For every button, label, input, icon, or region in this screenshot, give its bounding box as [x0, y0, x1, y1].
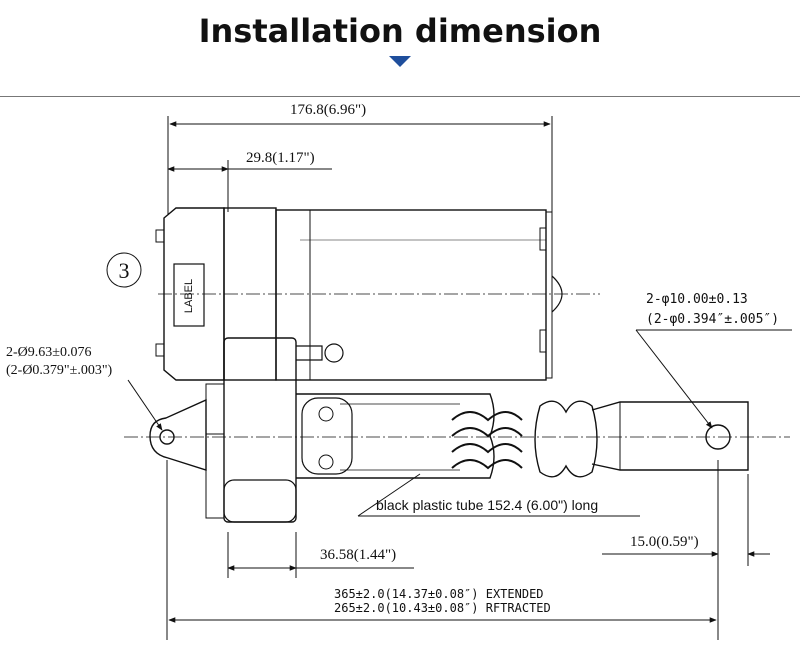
- motor-can: [275, 209, 547, 381]
- tube-break: [534, 400, 598, 478]
- label-text: LABEL: [183, 279, 195, 313]
- dim-retracted: 265±2.0(10.43±0.08″) RFTRACTED: [334, 601, 551, 615]
- header-divider: [0, 96, 800, 97]
- gearbox-housing: [223, 337, 297, 523]
- chevron-down-icon: [389, 56, 411, 67]
- extension-rod: [591, 401, 749, 471]
- dim-rear-offset: 36.58(1.44"): [320, 547, 396, 563]
- dim-extended: 365±2.0(14.37±0.08″) EXTENDED: [334, 587, 544, 601]
- front-hole-leader: [635, 329, 713, 429]
- dim-overall-width: 176.8(6.96"): [290, 102, 366, 118]
- dim-front-offset: 15.0(0.59"): [630, 534, 699, 550]
- set-screw: [296, 345, 323, 361]
- callout-number: 3: [119, 258, 130, 283]
- rear-clevis: [149, 398, 207, 471]
- rear-hole-leader: [127, 379, 163, 431]
- outer-tube: [296, 393, 495, 479]
- front-hole-spec-1: 2-φ10.00±0.13: [646, 292, 748, 307]
- rear-hole-spec-2: (2-Ø0.379"±.003"): [6, 363, 113, 378]
- callout-circle: [106, 252, 142, 288]
- tube-note-leader: [357, 473, 421, 517]
- label-box: [173, 263, 205, 327]
- dim-gearbox-offset: 29.8(1.17"): [246, 150, 315, 166]
- tube-note: black plastic tube 152.4 (6.00") long: [376, 497, 598, 513]
- front-hole-spec-2: (2-φ0.394″±.005″): [646, 312, 779, 327]
- lead-screw: [451, 411, 523, 470]
- page-title: Installation dimension: [198, 12, 602, 50]
- rear-hole-spec-1: 2-Ø9.63±0.076: [6, 345, 91, 360]
